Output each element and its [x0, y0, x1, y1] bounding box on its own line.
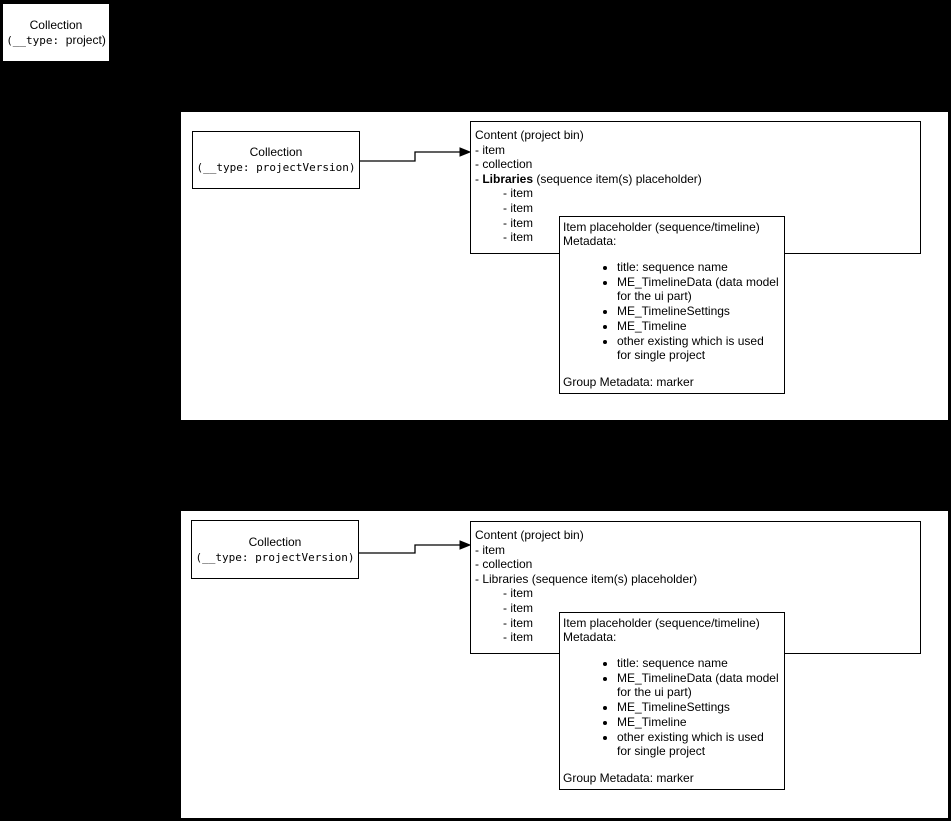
type-prefix: (__type:: [6, 33, 66, 47]
placeholder-subtitle: Metadata:: [563, 630, 617, 644]
placeholder-footer: Group Metadata: marker: [563, 770, 694, 785]
metadata-list: title: sequence name ME_TimelineData (da…: [563, 656, 780, 759]
content-item: - item: [475, 542, 505, 557]
metadata-item: other existing which is used for single …: [617, 334, 780, 363]
metadata-item: ME_TimelineSettings: [617, 304, 780, 319]
metadata-list: title: sequence name ME_TimelineData (da…: [563, 260, 780, 363]
content-sub-item: - item: [503, 630, 533, 645]
content-title: Content (project bin): [475, 128, 584, 142]
collection-version-box: Collection (__type: projectVersion): [192, 131, 360, 189]
metadata-item: title: sequence name: [617, 656, 780, 671]
diagram-panel-1: Collection (__type: projectVersion) Cont…: [181, 112, 948, 420]
libraries-suffix: (sequence item(s) placeholder): [528, 571, 698, 586]
metadata-item: ME_TimelineData (data model for the ui p…: [617, 671, 780, 700]
content-sub-item: - item: [503, 215, 533, 230]
diagram-panel-2: Collection (__type: projectVersion) Cont…: [181, 511, 948, 818]
metadata-item: ME_TimelineData (data model for the ui p…: [617, 275, 780, 304]
item-placeholder-box: Item placeholder (sequence/timeline) Met…: [559, 612, 785, 790]
content-libraries-line: - Libraries (sequence item(s) placeholde…: [475, 572, 916, 587]
libraries-prefix: -: [475, 171, 483, 186]
content-title: Content (project bin): [475, 528, 584, 542]
metadata-item: ME_Timeline: [617, 715, 780, 730]
content-sub-item: - item: [503, 230, 533, 245]
placeholder-subtitle: Metadata:: [563, 234, 617, 248]
content-sub-item: - item: [503, 186, 533, 201]
connector-arrow: [360, 147, 472, 162]
placeholder-footer: Group Metadata: marker: [563, 374, 694, 389]
collection-title: Collection: [249, 145, 303, 159]
metadata-item: ME_TimelineSettings: [617, 700, 780, 715]
project-collection-title: Collection: [29, 17, 83, 32]
content-sub-item: - item: [503, 586, 533, 601]
content-item: - collection: [475, 157, 533, 172]
libraries-word: Libraries: [482, 171, 534, 186]
metadata-item: title: sequence name: [617, 260, 780, 275]
libraries-suffix: (sequence item(s) placeholder): [533, 171, 702, 186]
connector-arrow: [359, 540, 472, 554]
placeholder-title: Item placeholder (sequence/timeline): [563, 616, 760, 630]
metadata-item: other existing which is used for single …: [617, 730, 780, 759]
content-item: - collection: [475, 557, 533, 572]
metadata-item: ME_Timeline: [617, 319, 780, 334]
type-value: project): [65, 32, 106, 47]
project-collection-type: (__type: project): [6, 33, 106, 48]
item-placeholder-box: Item placeholder (sequence/timeline) Met…: [559, 216, 785, 394]
collection-title: Collection: [248, 534, 302, 549]
project-collection-box: Collection (__type: project): [2, 3, 110, 62]
content-libraries-line: - Libraries (sequence item(s) placeholde…: [475, 172, 916, 187]
content-item: - item: [475, 142, 505, 157]
content-sub-item: - item: [503, 615, 533, 630]
placeholder-title: Item placeholder (sequence/timeline): [563, 220, 760, 234]
content-sub-item: - item: [503, 600, 533, 615]
libraries-word: Libraries: [482, 571, 529, 586]
collection-type: (__type: projectVersion): [196, 161, 356, 174]
collection-type: (__type: projectVersion): [195, 550, 355, 564]
content-sub-item: - item: [503, 200, 533, 215]
libraries-prefix: -: [475, 571, 483, 586]
collection-version-box: Collection (__type: projectVersion): [191, 520, 359, 579]
